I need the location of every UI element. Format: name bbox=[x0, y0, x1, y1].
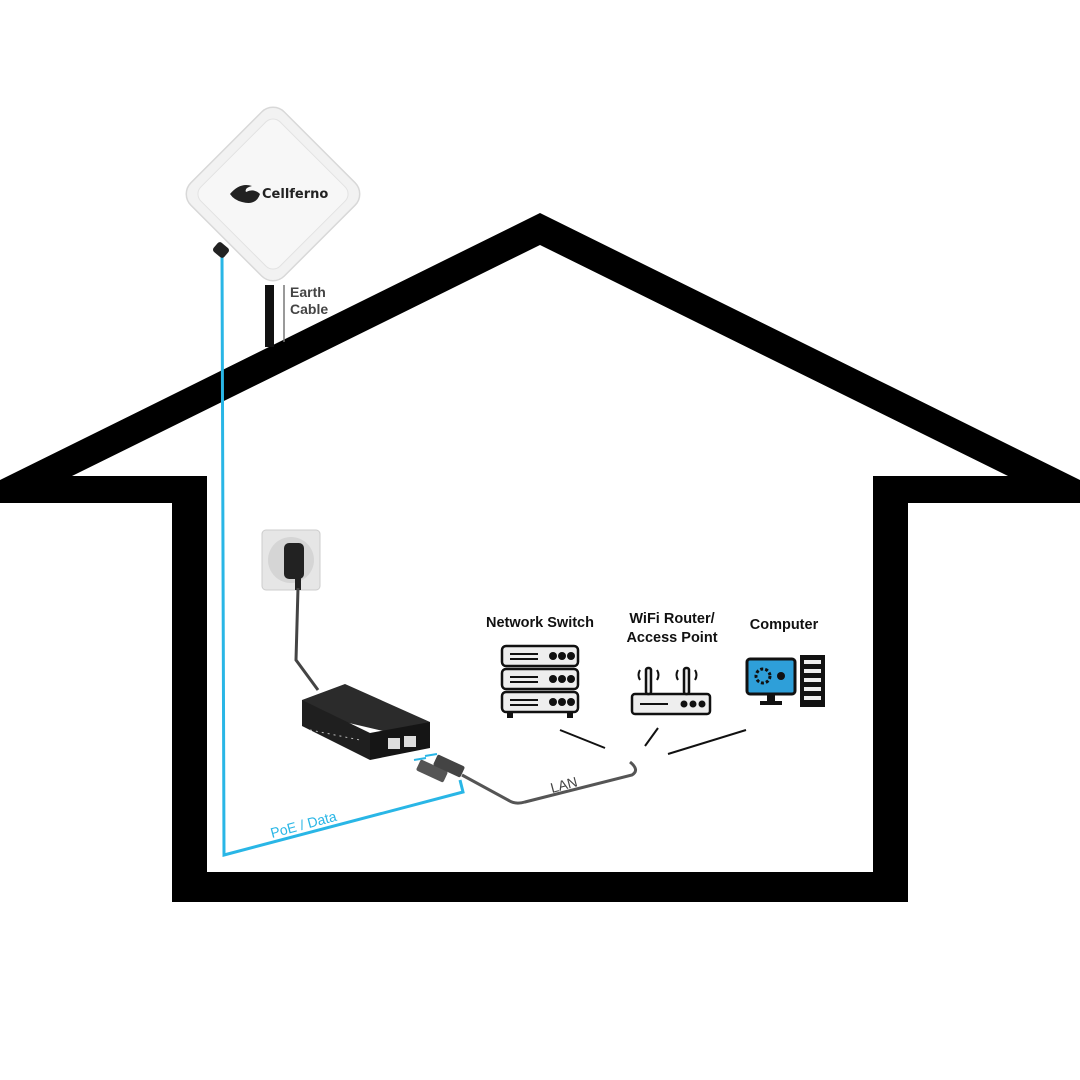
lan-label: LAN bbox=[549, 773, 579, 796]
lan-cable bbox=[461, 760, 637, 805]
poe-data-cable bbox=[220, 254, 465, 857]
cellferno-antenna: Cellferno bbox=[185, 106, 361, 282]
router-label-1: WiFi Router/ bbox=[629, 611, 714, 627]
computer-icon bbox=[745, 655, 825, 707]
poe-data-label: PoE / Data bbox=[269, 808, 339, 841]
wifi-router-icon bbox=[630, 666, 712, 716]
gear-icon bbox=[754, 667, 772, 685]
network-switch-icon bbox=[500, 644, 580, 718]
router-label-2: Access Point bbox=[626, 630, 717, 646]
poe-injector bbox=[302, 684, 430, 760]
earth-cable-label-2: Cable bbox=[290, 301, 328, 317]
antenna-brand-logo: Cellferno bbox=[262, 187, 328, 202]
cable-connectors bbox=[413, 753, 465, 783]
switch-connection-line bbox=[559, 729, 606, 749]
network-switch-label: Network Switch bbox=[486, 615, 594, 631]
antenna-mast bbox=[265, 285, 274, 347]
power-cord bbox=[294, 587, 320, 691]
computer-connection-line bbox=[667, 729, 747, 755]
power-outlet bbox=[261, 529, 321, 591]
computer-label: Computer bbox=[750, 617, 819, 633]
earth-cable-label-1: Earth bbox=[290, 284, 326, 300]
cellferno-flame-icon bbox=[230, 185, 260, 203]
router-connection-line bbox=[644, 727, 659, 747]
